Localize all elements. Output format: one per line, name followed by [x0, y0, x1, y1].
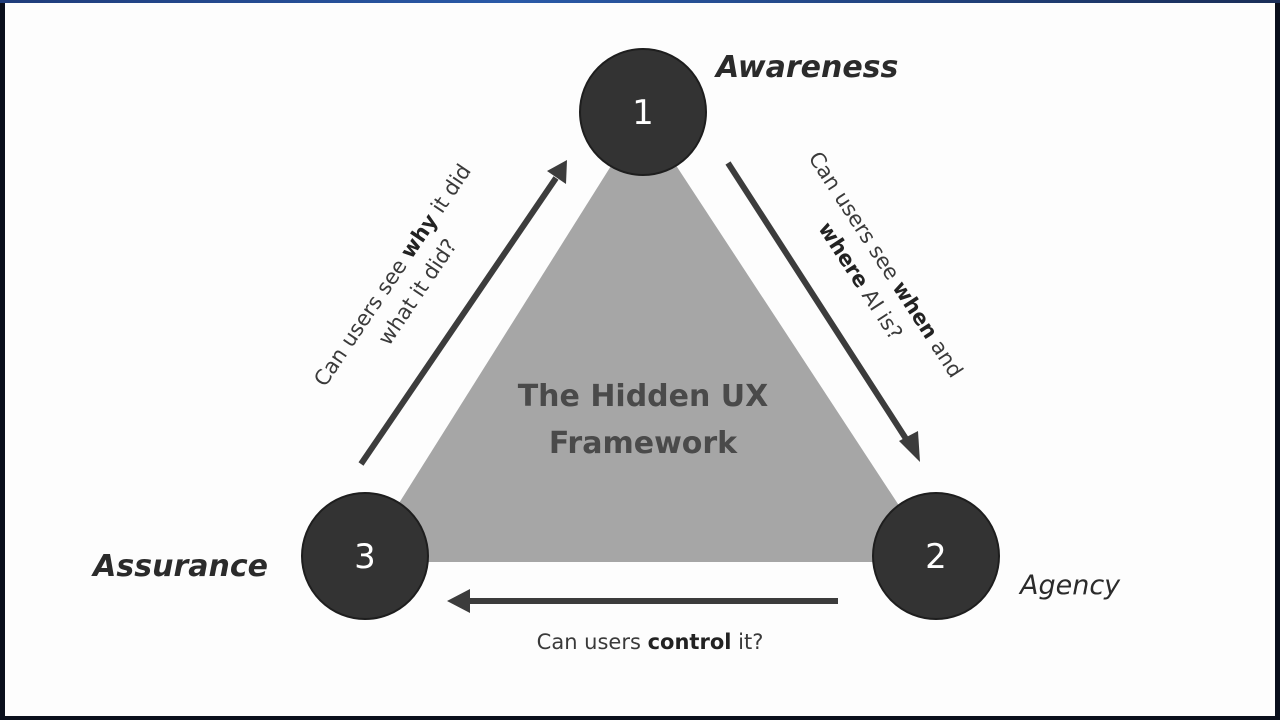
- diagram-title-line1: The Hidden UX: [518, 379, 769, 414]
- vertex-number: 2: [925, 537, 947, 577]
- arrow-assurance-to-awareness: [358, 160, 567, 466]
- label-agency: Agency: [1018, 570, 1121, 601]
- framework-triangle: [362, 115, 936, 562]
- diagram-title-line2: Framework: [549, 426, 738, 461]
- label-awareness: Awareness: [714, 50, 898, 85]
- top-accent-bar: [0, 0, 1280, 3]
- vertex-circle: [301, 492, 429, 620]
- arrow-awareness-to-agency: [725, 161, 920, 462]
- svg-text:Can users see when and: Can users see when and: [804, 147, 968, 382]
- vertex-circle: [872, 492, 1000, 620]
- slide: The Hidden UX Framework 1 2 3 Awareness …: [5, 3, 1275, 716]
- framework-diagram: The Hidden UX Framework 1 2 3 Awareness …: [91, 48, 1121, 654]
- label-assurance: Assurance: [91, 549, 268, 584]
- svg-text:Can users see why it did: Can users see why it did: [309, 160, 476, 391]
- vertex-3-assurance: 3: [301, 492, 429, 620]
- arrow-agency-to-assurance: [447, 589, 838, 613]
- vertex-circle: [579, 48, 707, 176]
- vertex-1-awareness: 1: [579, 48, 707, 176]
- vertex-2-agency: 2: [872, 492, 1000, 620]
- question-awareness-agency: Can users see when and where AI is?: [804, 147, 968, 382]
- vertex-number: 3: [354, 537, 376, 577]
- question-assurance-awareness: Can users see why it did what it did?: [309, 160, 476, 391]
- vertex-number: 1: [632, 93, 654, 133]
- question-agency-assurance: Can users control it?: [537, 630, 764, 654]
